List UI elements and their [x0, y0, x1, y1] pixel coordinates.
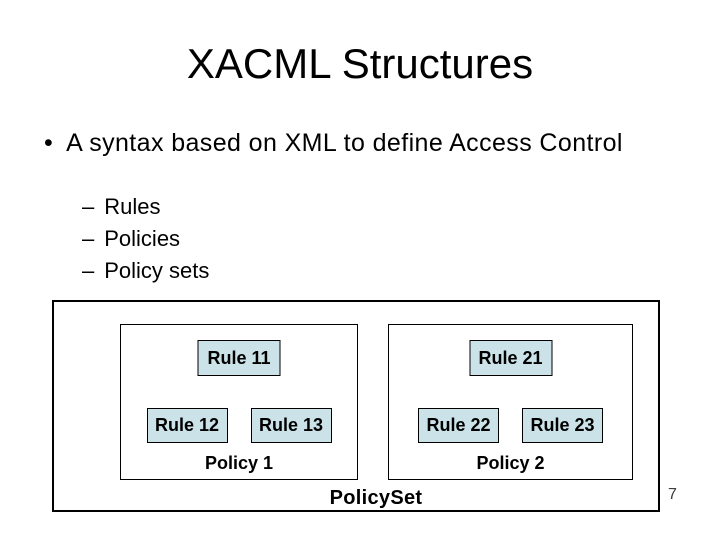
sub-bullet-label: Policies [104, 226, 181, 251]
policy-box-1: Rule 11 Rule 12 Rule 13 Policy 1 [120, 324, 358, 480]
sub-bullet-list: – Rules – Policies – Policy sets [82, 191, 209, 287]
policy-box-2: Rule 21 Rule 22 Rule 23 Policy 2 [388, 324, 633, 480]
page-title: XACML Structures [186, 40, 534, 87]
sub-bullet-label: Rules [104, 194, 161, 219]
rule-box-21: Rule 21 [469, 340, 552, 376]
rule-box-11: Rule 11 [197, 340, 281, 376]
rule-box-22: Rule 22 [418, 408, 499, 443]
bullet-item: • A syntax based on XML to define Access… [44, 128, 623, 158]
sub-bullet-policy-sets: – Policy sets [82, 255, 209, 287]
bullet-text: A syntax based on XML to define Access C… [66, 129, 623, 157]
dash-icon: – [82, 194, 95, 219]
policy-1-label: Policy 1 [204, 453, 274, 473]
policy-2-label: Policy 2 [476, 453, 545, 473]
page-number: 7 [668, 486, 677, 503]
rule-box-13: Rule 13 [250, 408, 332, 443]
sub-bullet-policies: – Policies [82, 223, 209, 255]
rule-box-23: Rule 23 [522, 408, 603, 443]
policyset-label: PolicySet [329, 487, 423, 509]
rules-row: Rule 12 Rule 13 [121, 408, 357, 443]
rule-box-12: Rule 12 [146, 408, 228, 443]
sub-bullet-label: Policy sets [104, 258, 210, 283]
policyset-box: Rule 11 Rule 12 Rule 13 Policy 1 Rule 21… [52, 300, 660, 512]
dash-icon: – [82, 258, 95, 283]
bullet-icon: • [44, 129, 54, 157]
sub-bullet-rules: – Rules [82, 191, 209, 223]
dash-icon: – [82, 226, 95, 251]
rules-row: Rule 22 Rule 23 [389, 408, 632, 443]
